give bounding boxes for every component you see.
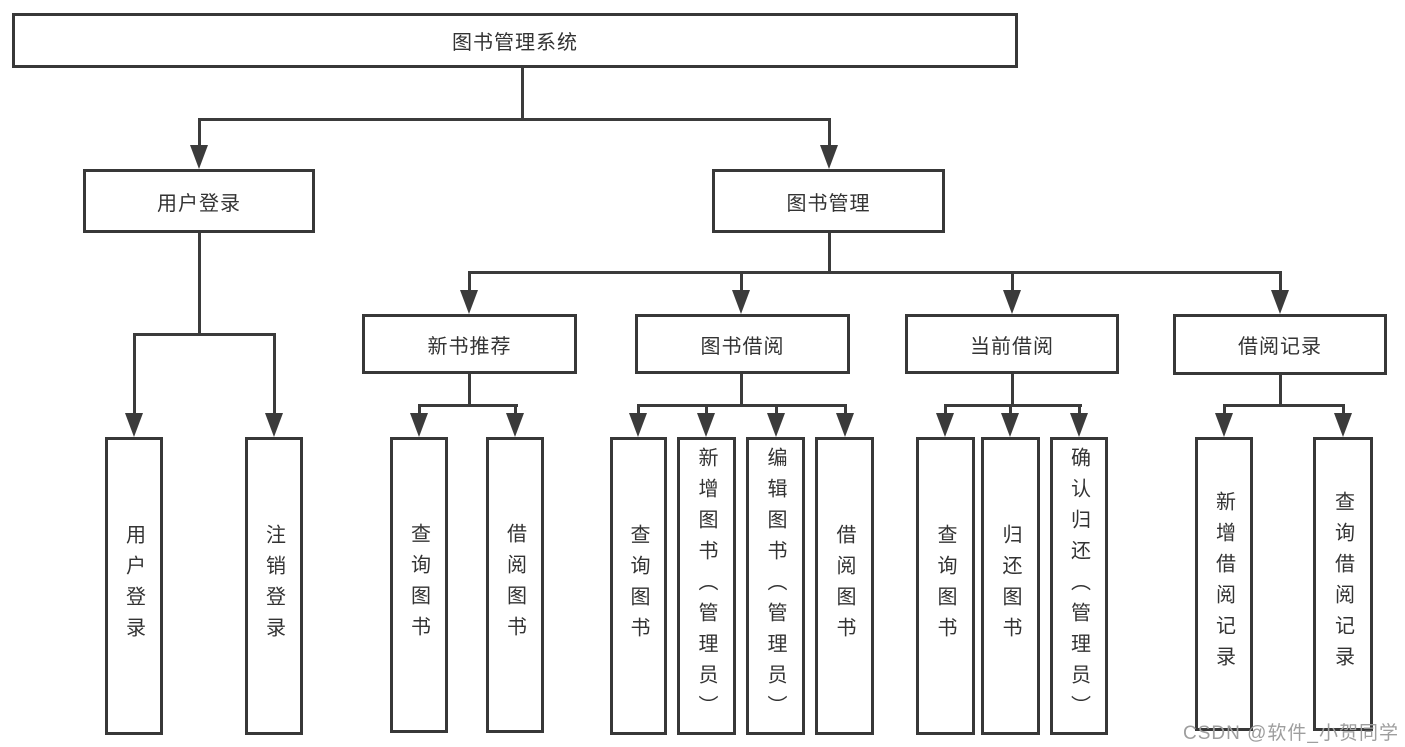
node-current-borrowing: 当前借阅 — [905, 314, 1119, 374]
arrowhead-down-icon — [936, 413, 954, 437]
connector-line — [775, 407, 778, 415]
arrowhead-down-icon — [697, 413, 715, 437]
arrowhead-down-icon — [732, 290, 750, 314]
node-new-book-recommendation: 新书推荐 — [362, 314, 577, 374]
connector-line — [944, 404, 1082, 407]
arrowhead-down-icon — [820, 145, 838, 169]
arrowhead-down-icon — [190, 145, 208, 169]
arrowhead-down-icon — [1215, 413, 1233, 437]
arrowhead-down-icon — [1001, 413, 1019, 437]
leaf-query-books: 查询图书 — [916, 437, 975, 735]
node-borrowing-records: 借阅记录 — [1173, 314, 1387, 375]
connector-line — [740, 374, 743, 404]
connector-line — [198, 233, 201, 333]
connector-line — [944, 407, 947, 415]
arrowhead-down-icon — [125, 413, 143, 437]
watermark: CSDN @软件_小贺同学 — [1183, 723, 1399, 744]
connector-line — [468, 374, 471, 404]
arrowhead-down-icon — [410, 413, 428, 437]
connector-line — [828, 121, 831, 147]
connector-line — [273, 336, 276, 415]
leaf-add-books-admin: 新增图书（管理员） — [677, 437, 736, 735]
leaf-borrow-books: 借阅图书 — [815, 437, 874, 735]
leaf-edit-books-admin: 编辑图书（管理员） — [746, 437, 805, 735]
arrowhead-down-icon — [836, 413, 854, 437]
node-book-management: 图书管理 — [712, 169, 945, 233]
arrowhead-down-icon — [265, 413, 283, 437]
leaf-return-books: 归还图书 — [981, 437, 1040, 735]
connector-line — [1011, 374, 1014, 404]
connector-line — [198, 118, 831, 121]
connector-line — [844, 407, 847, 415]
connector-line — [1009, 407, 1012, 415]
connector-line — [1223, 404, 1345, 407]
leaf-query-books: 查询图书 — [390, 437, 448, 733]
connector-line — [418, 404, 518, 407]
arrowhead-down-icon — [1003, 290, 1021, 314]
arrowhead-down-icon — [1334, 413, 1352, 437]
connector-line — [133, 336, 136, 415]
connector-line — [637, 407, 640, 415]
connector-line — [1223, 407, 1226, 415]
connector-line — [1279, 274, 1282, 292]
node-book-borrowing: 图书借阅 — [635, 314, 850, 374]
arrowhead-down-icon — [1271, 290, 1289, 314]
connector-line — [1279, 374, 1282, 404]
connector-line — [133, 333, 276, 336]
connector-line — [705, 407, 708, 415]
connector-line — [468, 274, 471, 292]
connector-line — [1011, 274, 1014, 292]
arrowhead-down-icon — [506, 413, 524, 437]
connector-line — [418, 407, 421, 415]
node-library-management-system: 图书管理系统 — [12, 13, 1018, 68]
leaf-confirm-return-admin: 确认归还（管理员） — [1050, 437, 1108, 735]
connector-line — [637, 404, 847, 407]
connector-line — [1078, 407, 1081, 415]
leaf-user-login: 用户登录 — [105, 437, 163, 735]
leaf-logout-login: 注销登录 — [245, 437, 303, 735]
leaf-query-books: 查询图书 — [610, 437, 667, 735]
arrowhead-down-icon — [460, 290, 478, 314]
arrowhead-down-icon — [1070, 413, 1088, 437]
connector-line — [828, 233, 831, 271]
connector-line — [514, 407, 517, 415]
leaf-query-borrow-record: 查询借阅记录 — [1313, 437, 1373, 731]
connector-line — [198, 121, 201, 147]
connector-line — [1342, 407, 1345, 415]
arrowhead-down-icon — [767, 413, 785, 437]
connector-line — [740, 274, 743, 292]
connector-line — [468, 271, 1282, 274]
node-user-login: 用户登录 — [83, 169, 315, 233]
leaf-add-borrow-record: 新增借阅记录 — [1195, 437, 1253, 731]
connector-line — [521, 68, 524, 118]
arrowhead-down-icon — [629, 413, 647, 437]
leaf-borrow-books: 借阅图书 — [486, 437, 544, 733]
